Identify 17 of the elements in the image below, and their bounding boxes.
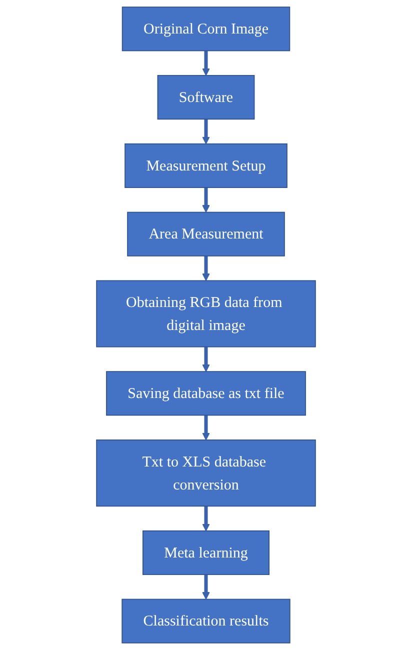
arrow xyxy=(202,574,210,600)
arrow xyxy=(202,188,210,213)
node-box: Saving database as txt file xyxy=(106,371,306,416)
arrow xyxy=(202,256,210,281)
node-box: Classification results xyxy=(122,598,290,644)
arrow xyxy=(202,415,210,440)
node-box: Measurement Setup xyxy=(124,143,288,188)
node-box: Meta learning xyxy=(142,530,270,575)
arrow xyxy=(202,50,210,76)
arrow xyxy=(202,506,210,532)
arrow xyxy=(202,346,210,372)
node-box: Txt to XLS database conversion xyxy=(96,440,316,507)
node-box: Obtaining RGB data from digital image xyxy=(96,280,316,348)
node-box: Area Measurement xyxy=(127,212,285,256)
node-box: Software xyxy=(157,75,255,120)
arrow xyxy=(202,119,210,144)
node-box: Original Corn Image xyxy=(122,6,290,52)
